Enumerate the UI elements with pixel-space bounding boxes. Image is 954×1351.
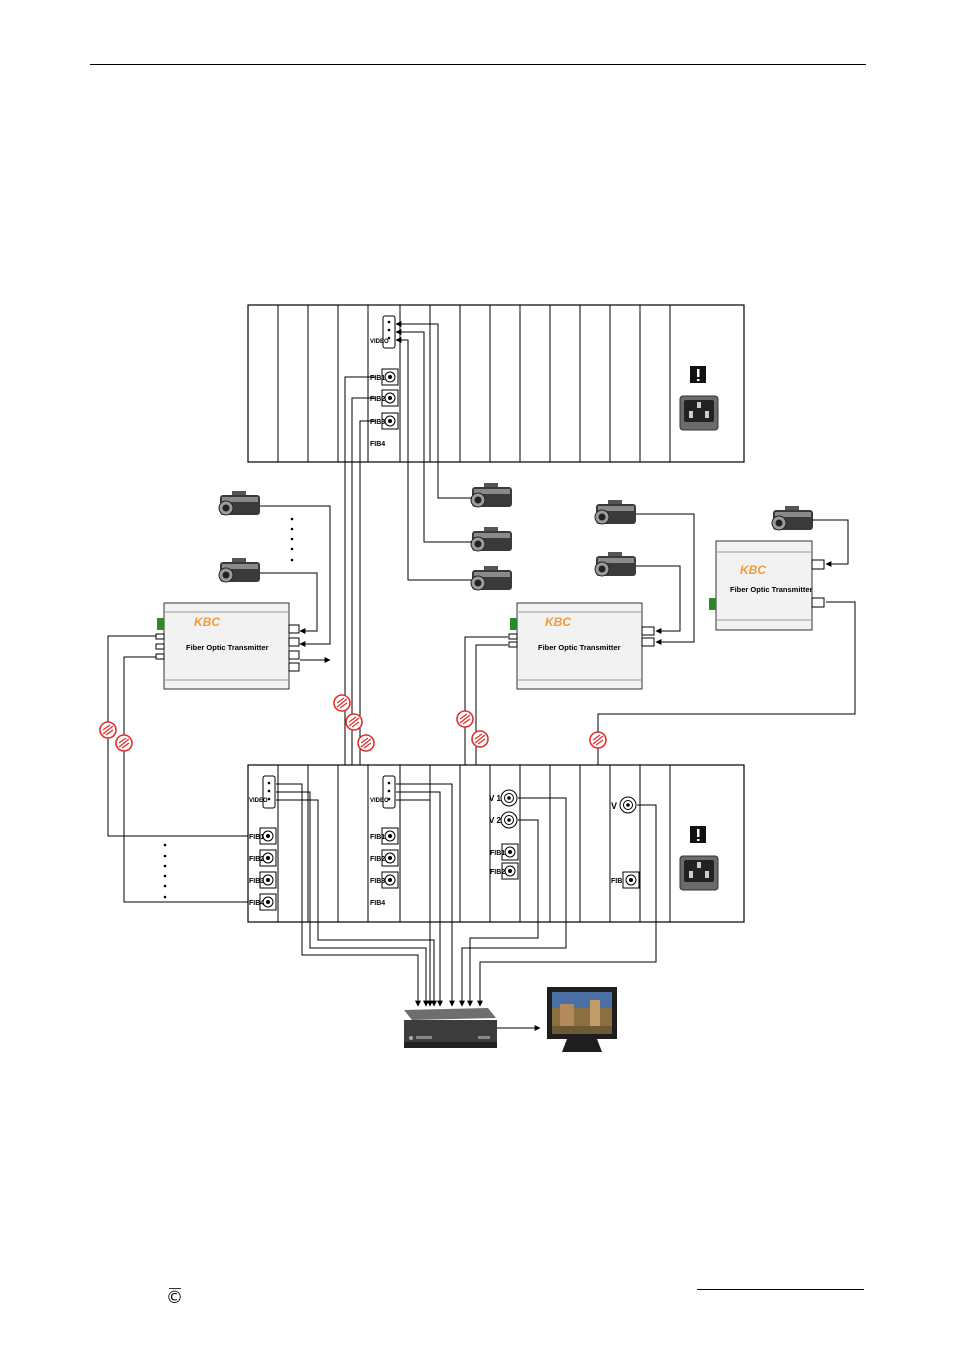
camera-icon xyxy=(218,490,261,516)
label-fib1: FIB1 xyxy=(370,375,385,382)
label-fib3: FIB3 xyxy=(249,878,264,885)
rack-top: VIDEO FIB1 FIB2 FIB3 FIB4 xyxy=(247,304,745,463)
fiber-optic-icon xyxy=(456,710,474,728)
label-fib3: FIB3 xyxy=(370,419,385,426)
label-v: V xyxy=(611,801,617,811)
transmitter-title: Fiber Optic Transmitter xyxy=(186,643,269,652)
label-fib1: FIB1 xyxy=(490,850,505,857)
transmitter-middle: KBC Fiber Optic Transmitter xyxy=(508,499,695,690)
top-rack-cameras xyxy=(395,321,513,591)
label-fib4: FIB4 xyxy=(370,441,385,448)
rack-bottom-card-1: VIDEO FIB1 FIB2 FIB3 FIB4 xyxy=(163,775,277,911)
label-fib1: FIB1 xyxy=(249,834,264,841)
label-fib2: FIB2 xyxy=(370,856,385,863)
fiber-optic-icon xyxy=(345,713,363,731)
label-fib: FIB xyxy=(611,878,622,885)
label-fib2: FIB2 xyxy=(249,856,264,863)
transmitter-title: Fiber Optic Transmitter xyxy=(730,585,813,594)
label-fib4: FIB4 xyxy=(249,900,264,907)
copyright-symbol: © xyxy=(166,1288,183,1308)
fiber-optic-icon xyxy=(333,694,351,712)
camera-icon xyxy=(470,526,513,552)
label-video: VIDEO xyxy=(249,798,268,804)
camera-icon xyxy=(771,505,814,531)
camera-icon xyxy=(470,482,513,508)
fiber-optic-icon xyxy=(589,731,607,749)
label-fib2: FIB2 xyxy=(370,396,385,403)
label-v2: V 2 xyxy=(489,816,502,825)
label-v1: V 1 xyxy=(489,794,502,803)
fiber-optic-icon xyxy=(357,734,375,752)
rack-bottom-card-3: V 1 V 2 FIB1 FIB2 xyxy=(489,789,519,880)
label-video: VIDEO xyxy=(370,798,389,804)
label-fib2: FIB2 xyxy=(490,869,505,876)
transmitter-left: KBC Fiber Optic Transmitter xyxy=(155,490,331,690)
brand-logo: KBC xyxy=(545,615,571,629)
camera-icon xyxy=(594,551,637,577)
camera-icon xyxy=(218,557,261,583)
fiber-link-markers xyxy=(99,694,607,752)
rack-bottom: VIDEO FIB1 FIB2 FIB3 FIB4 VIDEO FIB1 FIB… xyxy=(163,764,745,923)
brand-logo: KBC xyxy=(194,615,220,629)
brand-logo: KBC xyxy=(740,563,766,577)
rack-top-fiber-card: VIDEO FIB1 FIB2 FIB3 FIB4 xyxy=(370,315,399,448)
rack-bottom-card-2: VIDEO FIB1 FIB2 FIB3 FIB4 xyxy=(370,775,399,907)
rack-top-power-unit xyxy=(679,366,719,431)
label-fib3: FIB3 xyxy=(370,878,385,885)
fiber-optic-icon xyxy=(115,734,133,752)
matrix-switch-icon xyxy=(404,1008,497,1048)
camera-icon xyxy=(594,499,637,525)
transmitter-title: Fiber Optic Transmitter xyxy=(538,643,621,652)
label-fib4: FIB4 xyxy=(370,900,385,907)
fiber-optic-icon xyxy=(99,721,117,739)
transmitter-right: KBC Fiber Optic Transmitter xyxy=(597,505,856,881)
rack-bottom-card-4: V FIB xyxy=(611,796,640,889)
label-video: VIDEO xyxy=(370,339,389,345)
monitor-icon xyxy=(547,987,617,1052)
label-fib1: FIB1 xyxy=(370,834,385,841)
rack-bottom-power-unit xyxy=(679,826,719,891)
fiber-optic-icon xyxy=(471,730,489,748)
camera-icon xyxy=(470,565,513,591)
